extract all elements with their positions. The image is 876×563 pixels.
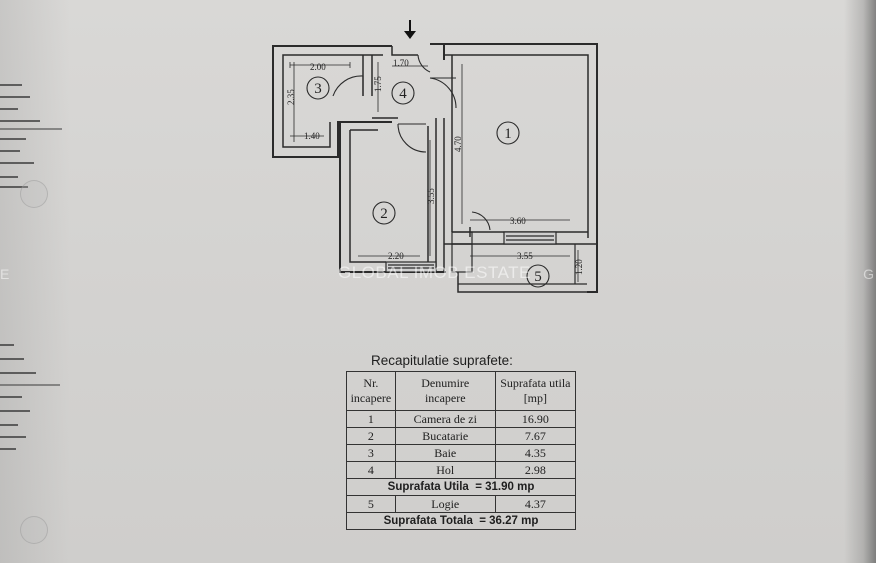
row-name: Bucatarie: [394, 427, 496, 445]
dim-baie-height: 2.35: [286, 89, 296, 105]
room-2-number: 2: [380, 206, 388, 222]
room-1-number: 1: [504, 126, 512, 142]
header-nr: Nr.incapere: [346, 371, 396, 411]
row-nr: 4: [346, 461, 396, 479]
room-4-circle-icon: [391, 81, 415, 105]
row-name: Logie: [394, 495, 496, 513]
row-name: Camera de zi: [394, 410, 496, 428]
row-area: 4.35: [494, 444, 577, 462]
room-5-circle-icon: [526, 264, 550, 288]
dim-camera-height: 4.70: [453, 136, 463, 152]
watermark: GLOBAL IMOB ESTATE: [338, 263, 531, 282]
room-3-circle-icon: [306, 76, 330, 100]
dim-hol-height: 1.75: [373, 76, 383, 92]
row-area: 4.37: [494, 495, 577, 513]
paper-shadow: [0, 0, 70, 563]
row-nr: 2: [346, 427, 396, 445]
row-name: Hol: [394, 461, 496, 479]
arrow-down-icon: [404, 20, 416, 39]
edge-mark-right: G: [863, 266, 874, 282]
row-nr: 1: [346, 410, 396, 428]
table-row: 3 Baie 4.35: [346, 444, 577, 462]
row-nr: 5: [346, 495, 396, 513]
dim-baie-bottom: 1.40: [304, 131, 320, 141]
dim-hol-width: 1.70: [393, 58, 409, 68]
dim-bucatarie-width: 2.20: [388, 251, 404, 261]
paper-edge: [844, 0, 876, 563]
dim-camera-width: 3.60: [510, 216, 526, 226]
row-area: 2.98: [494, 461, 577, 479]
recap-title: Recapitulatie suprafete:: [371, 353, 513, 368]
room-4-number: 4: [399, 86, 407, 102]
room-3-number: 3: [314, 81, 322, 97]
punch-hole: [20, 516, 48, 544]
total-row: Suprafata Totala = 36.27 mp: [346, 512, 576, 530]
room-2-circle-icon: [372, 201, 396, 225]
dim-baie-width: 2.00: [310, 62, 326, 72]
subtotal-text: Suprafata Utila = 31.90 mp: [346, 478, 576, 496]
table-row: 1 Camera de zi 16.90: [346, 410, 577, 428]
edge-mark-left: E: [0, 266, 10, 282]
dim-logie-height: 1.20: [574, 259, 584, 275]
dim-bucatarie-height: 3.55: [426, 188, 436, 204]
room-1-circle-icon: [496, 121, 520, 145]
table-row: 4 Hol 2.98: [346, 461, 577, 479]
subtotal-row: Suprafata Utila = 31.90 mp: [346, 478, 576, 496]
row-area: 16.90: [494, 410, 577, 428]
header-area: Suprafata utila[mp]: [494, 371, 577, 411]
total-text: Suprafata Totala = 36.27 mp: [346, 512, 576, 530]
table-row: 2 Bucatarie 7.67: [346, 427, 577, 445]
table-row: 5 Logie 4.37: [346, 495, 577, 513]
dim-logie-width: 3.55: [517, 251, 533, 261]
row-area: 7.67: [494, 427, 577, 445]
room-5-number: 5: [534, 269, 542, 285]
punch-hole: [20, 180, 48, 208]
row-name: Baie: [394, 444, 496, 462]
row-nr: 3: [346, 444, 396, 462]
